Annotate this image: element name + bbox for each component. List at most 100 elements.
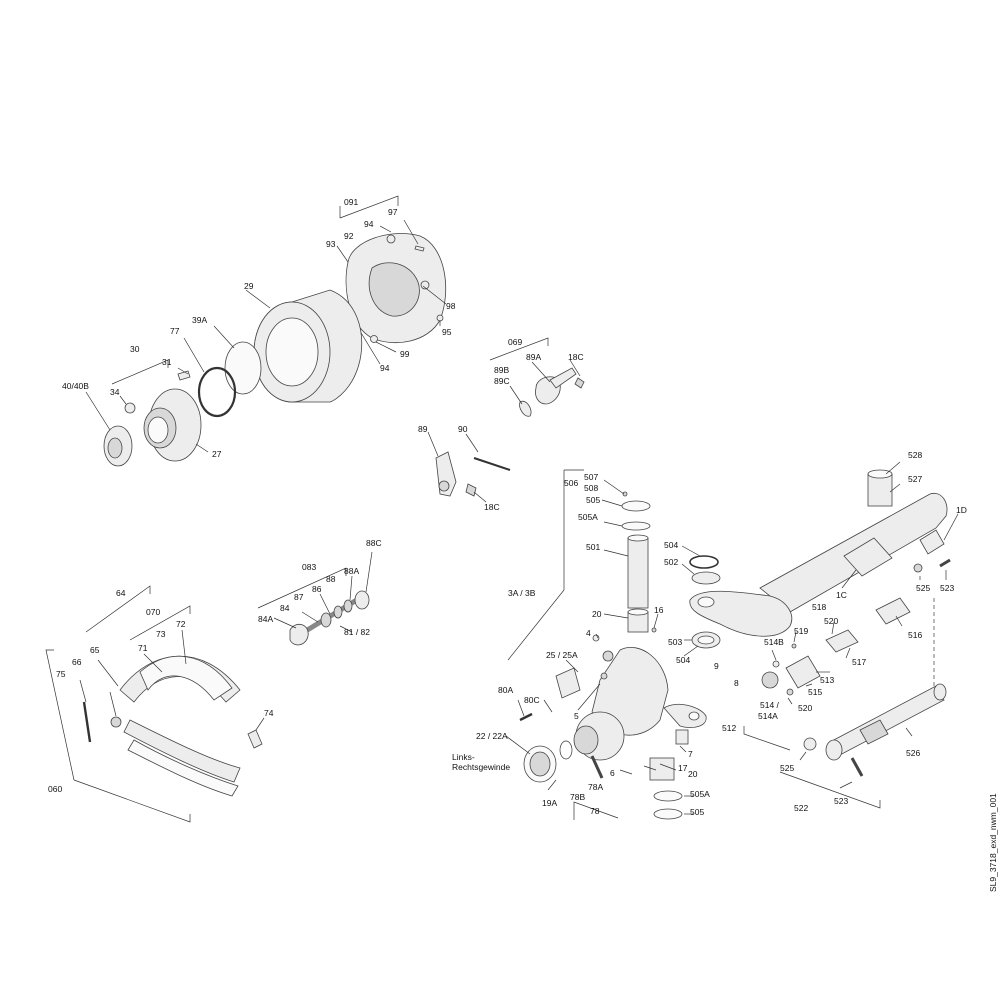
label-525b: 525 <box>780 763 794 773</box>
label-89C: 89C <box>494 376 510 386</box>
label-25-25A: 25 / 25A <box>546 650 578 660</box>
label-97: 97 <box>388 207 398 217</box>
label-64: 64 <box>116 588 126 598</box>
label-070: 070 <box>146 607 160 617</box>
label-88C: 88C <box>366 538 382 548</box>
group-091-backing-plate <box>336 195 447 365</box>
label-504b: 504 <box>676 655 690 665</box>
label-98: 98 <box>446 301 456 311</box>
label-74: 74 <box>264 708 274 718</box>
label-525: 525 <box>916 583 930 593</box>
label-40-40B: 40/40B <box>62 381 89 391</box>
ring-77 <box>183 337 237 418</box>
label-504: 504 <box>664 540 678 550</box>
label-18C: 18C <box>568 352 584 362</box>
label-90: 90 <box>458 424 468 434</box>
label-522: 522 <box>794 803 808 813</box>
label-rechtsgewinde: Rechtsgewinde <box>452 762 510 772</box>
label-89A: 89A <box>526 352 541 362</box>
label-091: 091 <box>344 197 358 207</box>
label-84: 84 <box>280 603 290 613</box>
part-labels: 091 97 94 92 93 98 95 99 94 29 39A 77 30… <box>48 197 998 892</box>
group-083-camshaft <box>257 551 373 646</box>
label-507: 507 <box>584 472 598 482</box>
label-99: 99 <box>400 349 410 359</box>
label-links: Links- <box>452 752 475 762</box>
label-506: 506 <box>564 478 578 488</box>
group-069-slack-adjuster <box>489 337 585 417</box>
label-34: 34 <box>110 387 120 397</box>
label-520: 520 <box>824 616 838 626</box>
label-519: 519 <box>794 626 808 636</box>
label-78A: 78A <box>588 782 603 792</box>
label-20b: 20 <box>688 769 698 779</box>
label-083: 083 <box>302 562 316 572</box>
group-3A-knuckle <box>505 469 721 820</box>
label-30: 30 <box>130 344 140 354</box>
label-29: 29 <box>244 281 254 291</box>
label-517: 517 <box>852 657 866 667</box>
drawing-id: SL9_3718_exd_nwm_001 <box>988 793 998 892</box>
label-72: 72 <box>176 619 186 629</box>
label-93: 93 <box>326 239 336 249</box>
label-94: 94 <box>364 219 374 229</box>
brake-drum <box>245 289 363 403</box>
label-73: 73 <box>156 629 166 639</box>
label-88A: 88A <box>344 566 359 576</box>
label-71: 71 <box>138 643 148 653</box>
label-31: 31 <box>162 357 172 367</box>
lever-89 <box>427 431 511 503</box>
label-80C: 80C <box>524 695 540 705</box>
label-6: 6 <box>610 768 615 778</box>
label-514: 514 / <box>760 700 780 710</box>
label-501: 501 <box>586 542 600 552</box>
label-4: 4 <box>586 628 591 638</box>
label-516: 516 <box>908 630 922 640</box>
label-78: 78 <box>590 806 600 816</box>
label-512: 512 <box>722 723 736 733</box>
label-7: 7 <box>688 749 693 759</box>
nut-34 <box>119 395 136 414</box>
label-75: 75 <box>56 669 66 679</box>
label-8: 8 <box>734 678 739 688</box>
label-89: 89 <box>418 424 428 434</box>
label-505A-b: 505A <box>690 789 710 799</box>
label-514A: 514A <box>758 711 778 721</box>
label-503: 503 <box>668 637 682 647</box>
damper-526 <box>779 598 947 809</box>
label-523: 523 <box>940 583 954 593</box>
label-16: 16 <box>654 605 664 615</box>
label-20: 20 <box>592 609 602 619</box>
label-89B: 89B <box>494 365 509 375</box>
label-84A: 84A <box>258 614 273 624</box>
label-5: 5 <box>574 711 579 721</box>
seal-ring-39A <box>213 325 262 395</box>
label-518: 518 <box>812 602 826 612</box>
label-80A: 80A <box>498 685 513 695</box>
label-92: 92 <box>344 231 354 241</box>
axle-beam <box>689 461 959 637</box>
label-18C-b: 18C <box>484 502 500 512</box>
wheel-hub <box>111 359 209 462</box>
label-528: 528 <box>908 450 922 460</box>
label-513: 513 <box>820 675 834 685</box>
label-3A-3B: 3A / 3B <box>508 588 536 598</box>
label-39A: 39A <box>192 315 207 325</box>
label-1C: 1C <box>836 590 847 600</box>
label-1D: 1D <box>956 505 967 515</box>
label-060: 060 <box>48 784 62 794</box>
label-78B: 78B <box>570 792 585 802</box>
label-9: 9 <box>714 661 719 671</box>
label-515: 515 <box>808 687 822 697</box>
label-66: 66 <box>72 657 82 667</box>
label-77: 77 <box>170 326 180 336</box>
label-505A: 505A <box>578 512 598 522</box>
label-81-82: 81 / 82 <box>344 627 370 637</box>
label-65: 65 <box>90 645 100 655</box>
label-88: 88 <box>326 574 336 584</box>
label-505-b: 505 <box>690 807 704 817</box>
label-17: 17 <box>678 763 688 773</box>
label-526: 526 <box>906 748 920 758</box>
label-523b: 523 <box>834 796 848 806</box>
